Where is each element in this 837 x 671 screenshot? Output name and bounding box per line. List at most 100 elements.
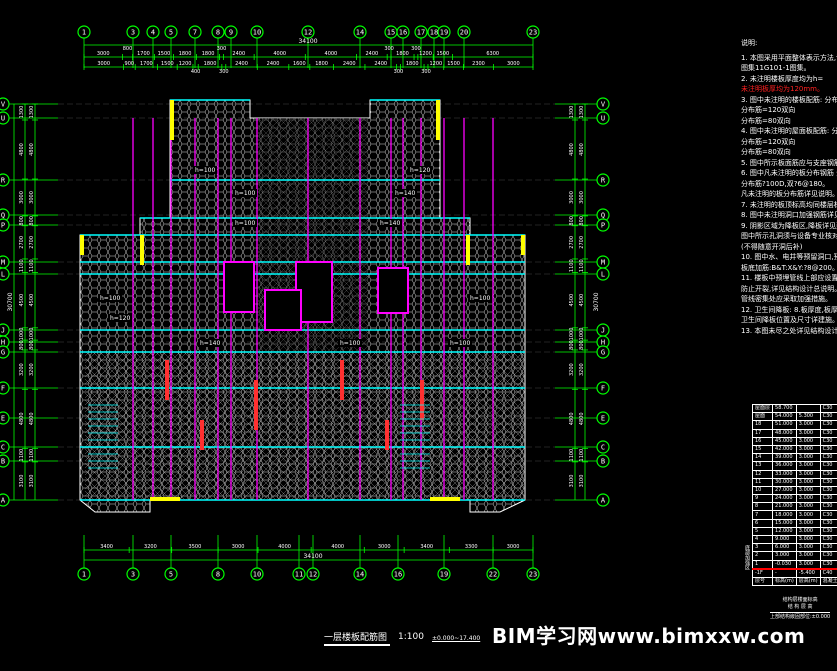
top-axis-23: 23 <box>526 25 540 39</box>
dim-text: 4800 <box>569 412 575 425</box>
axis-label: 7 <box>193 29 197 37</box>
axis-label: 1 <box>82 29 86 37</box>
note-item: 未注明板厚均为120mm。 <box>741 85 824 93</box>
note-item: 管线密集处应采取加强措施。 <box>741 295 832 303</box>
table-cell: 16 <box>751 436 774 446</box>
slab-label-bg <box>233 219 257 227</box>
axis-label: E <box>601 415 605 423</box>
dim-text: 3000 <box>569 191 575 204</box>
note-item: 13. 本图未尽之处详见结构设计总说明。 <box>741 326 837 335</box>
axis-label: 19 <box>440 571 448 579</box>
rebar-marker <box>165 360 169 400</box>
note-item: 8. 图中未注明洞口加强钢筋详见总说明。 <box>741 211 837 219</box>
axis-bubble-circle <box>0 345 10 359</box>
table-cell: 7 <box>751 510 774 520</box>
left-axis-U: U <box>0 111 10 125</box>
note-item: 6. 图中凡未注明的板分布钢筋 分布筋>10 <box>741 169 837 177</box>
axis-bubble-circle <box>0 173 10 187</box>
axis-label: 22 <box>489 571 497 579</box>
table-cell: -0.030 <box>772 559 797 570</box>
axis-bubble-circle <box>301 25 315 39</box>
axis-bubble-circle <box>596 218 610 232</box>
dim-text: 2700 <box>29 236 35 249</box>
watermark-text: BIM学习网www.bimxxw.com <box>492 624 806 648</box>
table-cell: C30 <box>819 534 837 545</box>
axis-label: 16 <box>399 29 407 37</box>
axis-label: 16 <box>394 571 402 579</box>
dim-text: 2400 <box>343 61 356 67</box>
left-axis-F: F <box>0 381 10 395</box>
table-cell: 9.000 <box>772 534 797 545</box>
axis-label: 4 <box>151 29 155 37</box>
table-cell: 30.000 <box>772 477 797 487</box>
table-cell: C30 <box>819 420 837 430</box>
axis-bubble-circle <box>414 25 428 39</box>
top-axis-16: 16 <box>396 25 410 39</box>
axis-label: 8 <box>216 571 220 579</box>
dim-text: 1800 <box>315 61 328 67</box>
dim-text: 1100 <box>569 259 575 272</box>
left-axis-P: P <box>0 218 10 232</box>
bottom-axis-1: 1 <box>77 567 91 581</box>
note-item: 分布筋=120双向 <box>741 106 796 114</box>
table-cell: 24.000 <box>772 494 797 504</box>
axis-label: 12 <box>309 571 317 579</box>
axis-label: P <box>601 222 605 230</box>
top-axis-1: 1 <box>77 25 91 39</box>
table-cell: 3.000 <box>795 444 821 455</box>
axis-bubble-circle <box>77 25 91 39</box>
dim-text: 900 <box>125 61 135 67</box>
dim-text: 1200 <box>179 61 192 67</box>
table-cell: 45.000 <box>772 436 797 446</box>
table-cell: 3.000 <box>795 420 821 430</box>
note-item: 图中所示孔洞须与设备专业核对。 <box>741 232 837 240</box>
axis-bubble-circle <box>596 345 610 359</box>
axis-bubble-circle <box>164 25 178 39</box>
dim-text: 1100 <box>579 449 585 462</box>
axis-bubble-circle <box>0 440 10 454</box>
axis-label: 1 <box>82 571 86 579</box>
dim-text: 1100 <box>19 259 25 272</box>
bottom-axis-16: 16 <box>391 567 405 581</box>
table-cell: C30 <box>819 551 837 561</box>
dim-text: 4800 <box>579 412 585 425</box>
top-axis-3: 3 <box>126 25 140 39</box>
top-axis-12: 12 <box>301 25 315 39</box>
bottom-axis-14: 14 <box>353 567 367 581</box>
axis-bubble-circle <box>211 25 225 39</box>
note-item: 2. 未注明楼板厚度均为h= <box>741 74 824 83</box>
left-total-dim-text: 30700 <box>7 292 14 311</box>
axis-label: V <box>601 101 606 109</box>
axis-bubble-circle <box>596 411 610 425</box>
axis-bubble-circle <box>0 267 10 281</box>
table-cell: 14 <box>751 453 774 463</box>
total-dim-text: 34100 <box>298 38 317 45</box>
top-axis-17: 17 <box>414 25 428 39</box>
table-cell: 12.000 <box>772 526 797 537</box>
axis-bubble-circle <box>437 25 451 39</box>
axis-label: C <box>601 444 605 452</box>
dim-text: 3000 <box>507 544 520 550</box>
slab-thickness-label: h=100 <box>100 295 120 302</box>
table-cell: 15.000 <box>772 518 797 528</box>
table-cell: C30 <box>819 518 837 528</box>
dim-text: 4500 <box>579 294 585 307</box>
dim-text: 300 <box>394 69 404 75</box>
dim-text: 1500 <box>161 61 174 67</box>
top-axis-19: 19 <box>437 25 451 39</box>
stair <box>400 404 430 469</box>
slab-label-bg <box>98 294 122 302</box>
right-axis-F: F <box>596 381 610 395</box>
table-cell: 6.000 <box>772 543 797 553</box>
bottom-axis-23: 23 <box>526 567 540 581</box>
table-cell: 3 <box>751 543 774 553</box>
note-item: 11. 楼板中预埋管线上部应设置钢筋网片, <box>741 274 837 282</box>
table-cell <box>795 403 821 414</box>
